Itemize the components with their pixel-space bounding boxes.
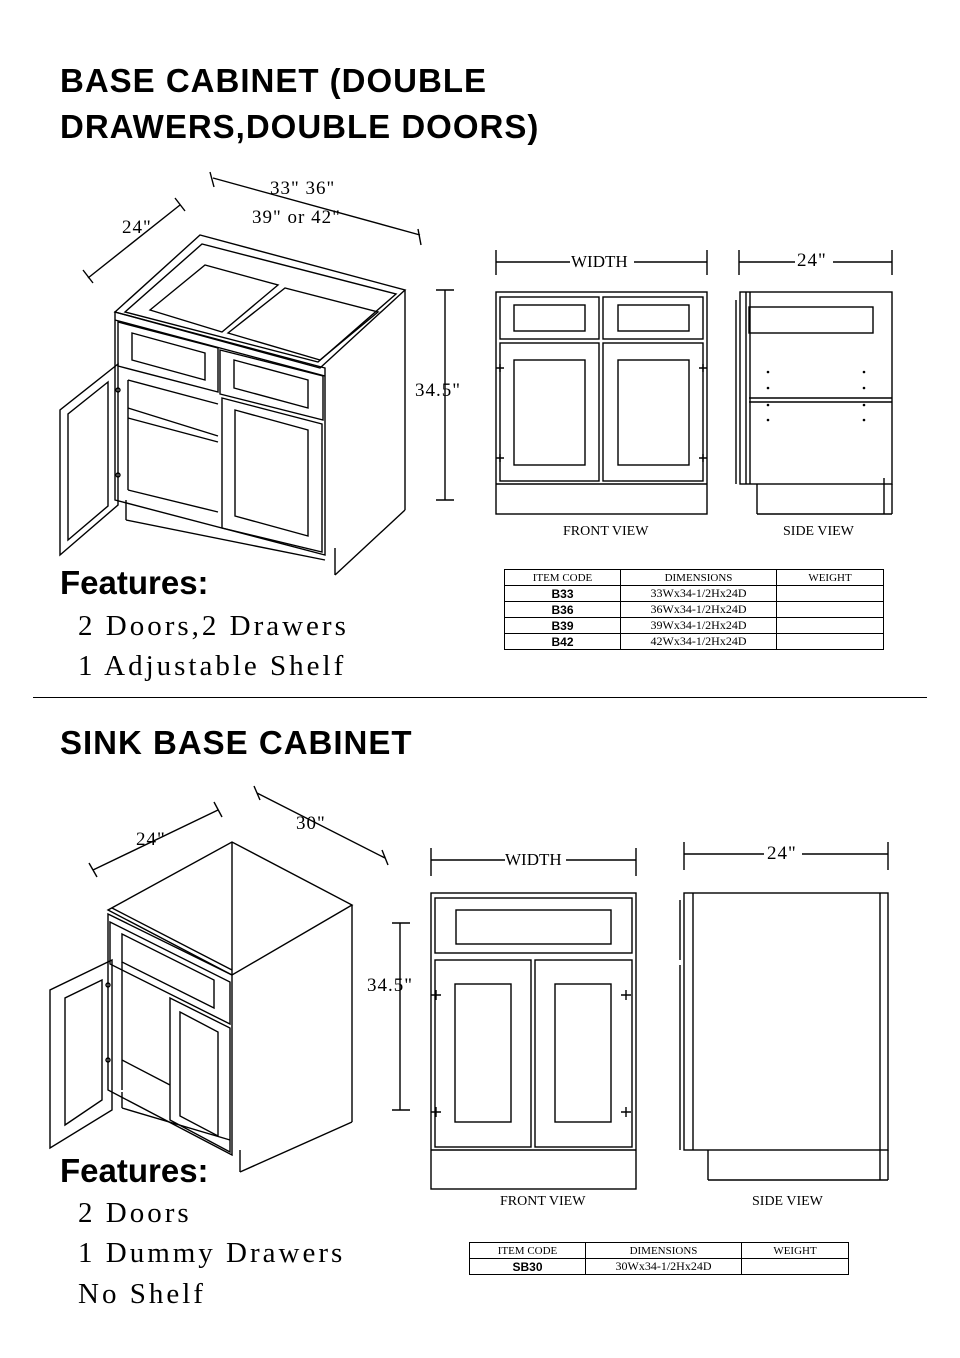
base-width-label-line2: 39" or 42"	[252, 207, 341, 228]
table-row: B39 39Wx34-1/2Hx24D	[504, 617, 884, 634]
base-front-width-label: WIDTH	[571, 252, 628, 271]
base-height-label: 34.5"	[415, 380, 462, 401]
base-isometric-drawing	[59, 171, 454, 576]
table-row: B36 36Wx34-1/2Hx24D	[504, 601, 884, 618]
sink-side-depth-label: 24"	[767, 843, 797, 864]
header-item-code: ITEM CODE	[469, 1242, 586, 1259]
sink-front-width-label: WIDTH	[505, 850, 562, 869]
sink-depth-label: 24"	[136, 829, 166, 850]
base-title: BASE CABINET (DOUBLE DRAWERS,DOUBLE DOOR…	[60, 58, 539, 150]
sink-front-view	[430, 848, 637, 1190]
header-weight: WEIGHT	[776, 569, 884, 586]
item-code-cell: B42	[504, 633, 621, 650]
base-side-view	[735, 250, 893, 515]
base-feature-item: 2 Doors,2 Drawers	[78, 610, 349, 642]
dimensions-cell: 39Wx34-1/2Hx24D	[620, 617, 777, 634]
dimensions-cell: 30Wx34-1/2Hx24D	[585, 1258, 742, 1275]
weight-cell	[776, 601, 884, 618]
table-header-row: ITEM CODE DIMENSIONS WEIGHT	[504, 569, 884, 586]
sink-feature-item: 2 Doors	[78, 1197, 192, 1229]
sink-width-label: 30"	[296, 813, 326, 834]
base-spec-table: ITEM CODE DIMENSIONS WEIGHT B33 33Wx34-1…	[504, 569, 884, 650]
table-row: B42 42Wx34-1/2Hx24D	[504, 633, 884, 650]
header-dimensions: DIMENSIONS	[620, 569, 777, 586]
header-weight: WEIGHT	[741, 1242, 849, 1259]
sink-front-view-caption: FRONT VIEW	[500, 1194, 586, 1209]
dimensions-cell: 33Wx34-1/2Hx24D	[620, 585, 777, 602]
item-code-cell: B36	[504, 601, 621, 618]
base-side-view-caption: SIDE VIEW	[783, 524, 854, 539]
base-width-label-line1: 33" 36"	[270, 178, 336, 199]
sink-side-view	[679, 842, 889, 1181]
sink-feature-item: No Shelf	[78, 1278, 206, 1310]
weight-cell	[741, 1258, 849, 1275]
dimensions-cell: 42Wx34-1/2Hx24D	[620, 633, 777, 650]
base-title-line1: BASE CABINET (DOUBLE	[60, 62, 488, 99]
sink-feature-item: 1 Dummy Drawers	[78, 1237, 346, 1269]
weight-cell	[776, 585, 884, 602]
item-code-cell: SB30	[469, 1258, 586, 1275]
header-item-code: ITEM CODE	[504, 569, 621, 586]
base-feature-item: 1 Adjustable Shelf	[78, 650, 347, 682]
base-front-view	[495, 250, 708, 515]
sink-side-view-caption: SIDE VIEW	[752, 1194, 823, 1209]
base-front-view-caption: FRONT VIEW	[563, 524, 649, 539]
section-divider	[33, 697, 927, 698]
item-code-cell: B33	[504, 585, 621, 602]
item-code-cell: B39	[504, 617, 621, 634]
base-features-heading: Features:	[60, 564, 209, 601]
header-dimensions: DIMENSIONS	[585, 1242, 742, 1259]
sink-title: SINK BASE CABINET	[60, 724, 413, 761]
dimensions-cell: 36Wx34-1/2Hx24D	[620, 601, 777, 618]
table-row: B33 33Wx34-1/2Hx24D	[504, 585, 884, 602]
table-row: SB30 30Wx34-1/2Hx24D	[469, 1258, 849, 1275]
sink-features-heading: Features:	[60, 1152, 209, 1189]
table-header-row: ITEM CODE DIMENSIONS WEIGHT	[469, 1242, 849, 1259]
base-depth-label: 24"	[122, 217, 152, 238]
sink-isometric-drawing	[49, 785, 410, 1173]
weight-cell	[776, 633, 884, 650]
sink-height-label: 34.5"	[367, 975, 414, 996]
shelf-pin-holes	[766, 370, 866, 422]
base-title-line2: DRAWERS,DOUBLE DOORS)	[60, 108, 540, 145]
base-side-depth-label: 24"	[797, 250, 827, 271]
weight-cell	[776, 617, 884, 634]
sink-spec-table: ITEM CODE DIMENSIONS WEIGHT SB30 30Wx34-…	[469, 1242, 849, 1275]
